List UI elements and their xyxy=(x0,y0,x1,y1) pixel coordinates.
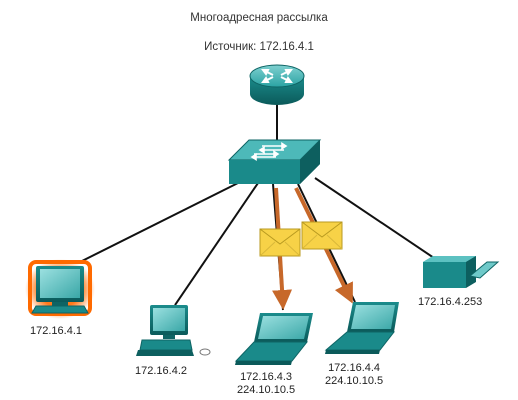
diagram-subtitle: Источник: 172.16.4.1 xyxy=(204,41,314,53)
host-label-laptop1: 172.16.4.3 224.10.10.5 xyxy=(237,371,295,397)
ip-address: 172.16.4.253 xyxy=(418,296,483,308)
host-label-pc1: 172.16.4.1 xyxy=(30,325,82,338)
ip-address: 172.16.4.2 xyxy=(135,365,187,377)
laptop-icon xyxy=(234,313,313,365)
envelope-icon xyxy=(301,221,343,250)
links xyxy=(79,104,441,311)
host-label-laptop2: 172.16.4.4 224.10.10.5 xyxy=(325,362,383,388)
host-label-pc2: 172.16.4.2 xyxy=(135,365,187,378)
multicast-group-address: 224.10.10.5 xyxy=(237,384,296,396)
envelope-icon xyxy=(259,228,301,257)
desktop-pc-icon xyxy=(136,305,211,356)
desktop-pc-icon xyxy=(25,259,95,319)
router-icon xyxy=(249,64,305,105)
ip-address: 172.16.4.1 xyxy=(30,325,82,337)
laptop-icon xyxy=(324,302,399,354)
printer-icon xyxy=(423,256,500,288)
ip-address: 172.16.4.4 xyxy=(328,362,381,374)
ip-address: 172.16.4.3 xyxy=(240,371,293,383)
host-label-printer: 172.16.4.253 xyxy=(418,296,482,309)
multicast-group-address: 224.10.10.5 xyxy=(325,375,384,387)
link-switch-pc1 xyxy=(79,182,239,263)
link-switch-printer xyxy=(314,177,441,263)
diagram-title: Многоадресная рассылка xyxy=(190,12,328,24)
link-switch-pc2 xyxy=(174,182,259,306)
switch-icon xyxy=(227,139,322,184)
